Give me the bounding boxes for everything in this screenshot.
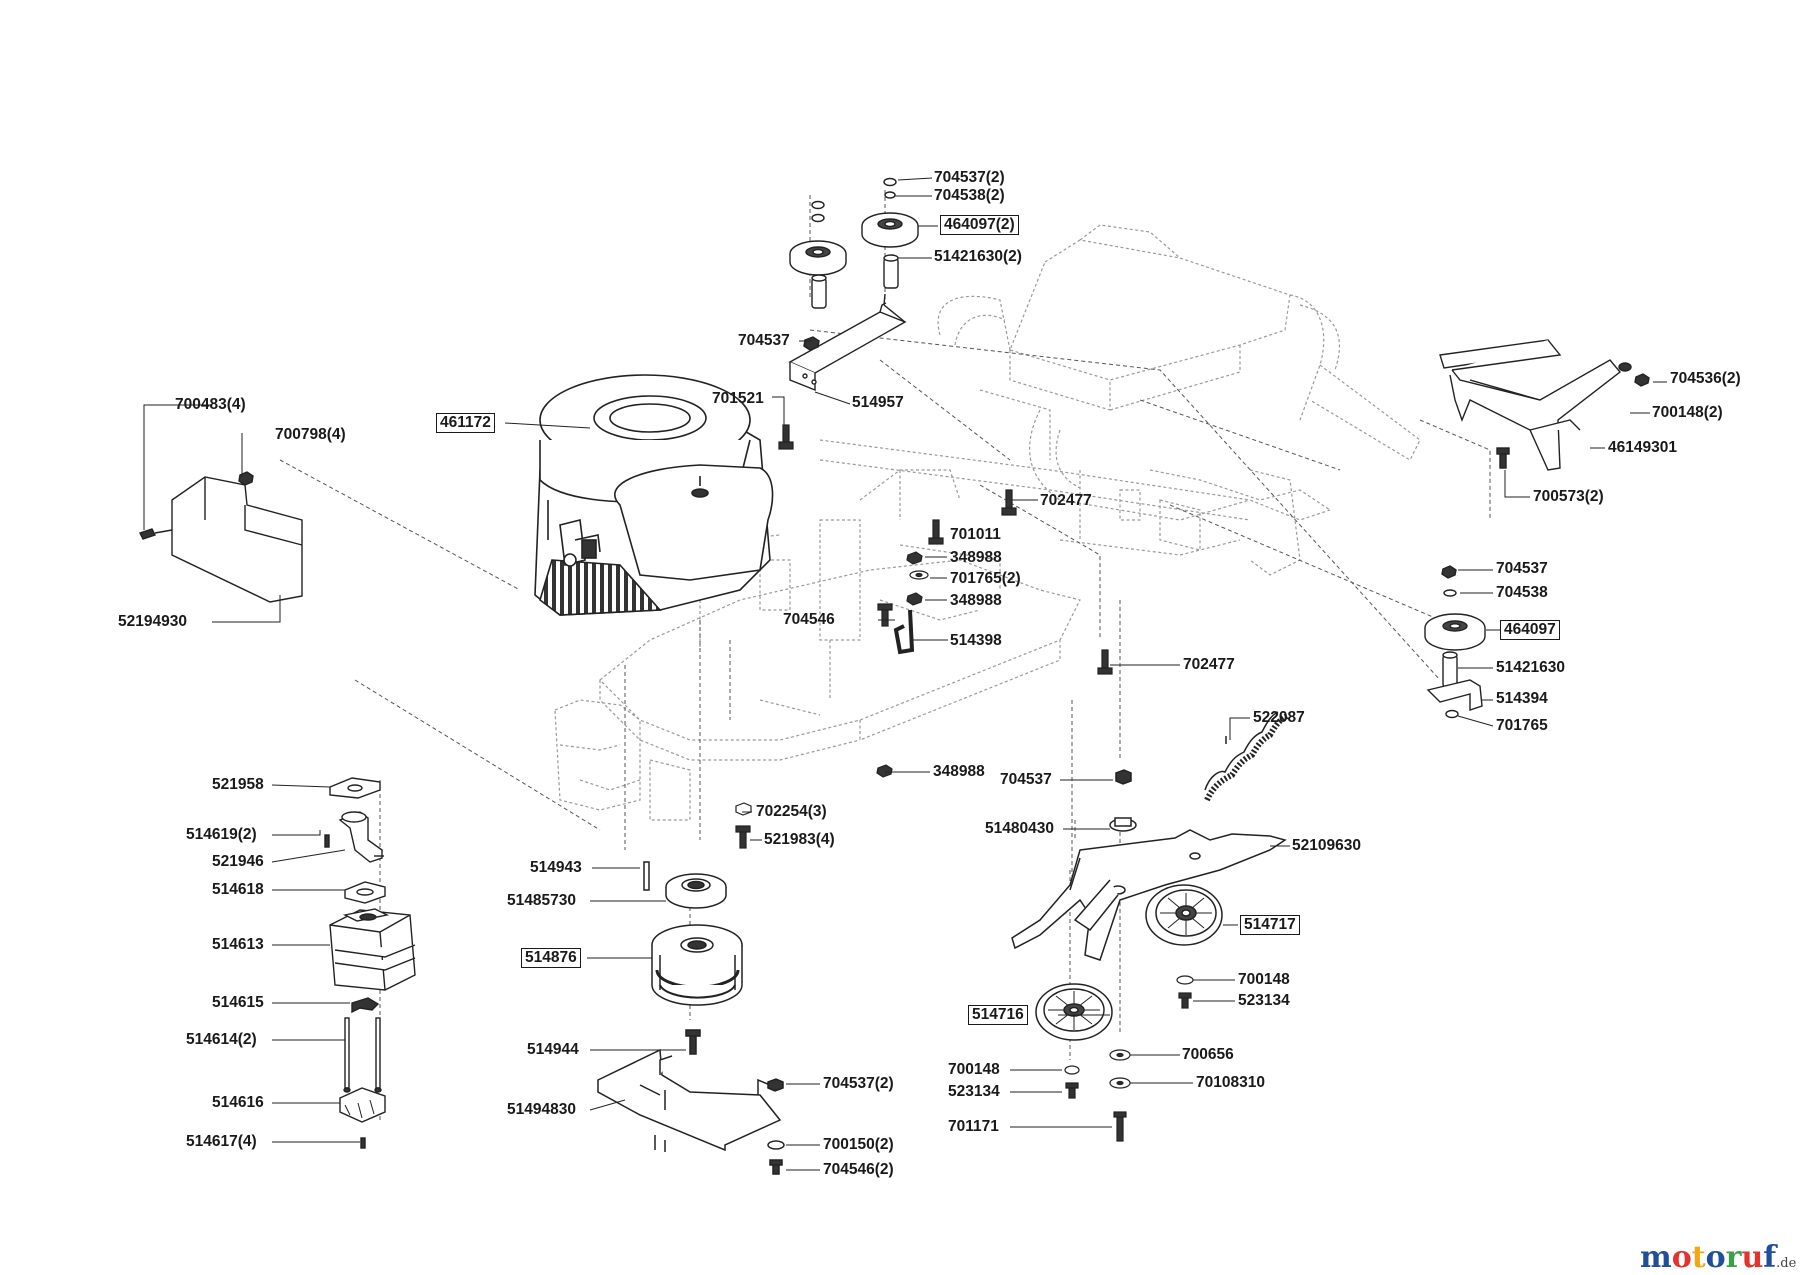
part-label: 704537(2)	[823, 1075, 894, 1092]
brand-letter: m	[1640, 1240, 1672, 1275]
part-label: 51485730	[507, 892, 576, 909]
brand-tld: .de	[1776, 1256, 1797, 1271]
part-label: 700148	[1238, 971, 1290, 988]
part-label: 704546(2)	[823, 1161, 894, 1178]
part-label: 700483(4)	[175, 396, 246, 413]
part-label: 348988	[933, 763, 985, 780]
part-label: 701765	[1496, 717, 1548, 734]
part-label: 704537	[738, 332, 790, 349]
part-label: 51494830	[507, 1101, 576, 1118]
part-label: 704537(2)	[934, 169, 1005, 186]
part-label: 704546	[783, 611, 835, 628]
part-label: 704536(2)	[1670, 370, 1741, 387]
part-label: 514398	[950, 632, 1002, 649]
part-label-boxed: 464097(2)	[940, 215, 1019, 235]
part-label: 514619(2)	[186, 826, 257, 843]
brand-letter: o	[1705, 1240, 1726, 1275]
part-label: 523134	[1238, 992, 1290, 1009]
part-label: 704537	[1000, 771, 1052, 788]
pulley-514716	[1035, 983, 1113, 1041]
part-label: 514957	[852, 394, 904, 411]
part-label: 514614(2)	[186, 1031, 257, 1048]
part-label: 701171	[948, 1118, 999, 1135]
part-label: 514617(4)	[186, 1133, 257, 1150]
part-label: 51480430	[985, 820, 1054, 837]
part-label: 704538	[1496, 584, 1548, 601]
pto-clutch-assembly	[597, 861, 785, 1175]
brand-wordmark: motoruf	[1640, 1240, 1776, 1275]
part-label: 514944	[527, 1041, 579, 1058]
engine-461172	[534, 374, 774, 616]
part-label: 514616	[212, 1094, 264, 1111]
part-label: 521983(4)	[764, 831, 835, 848]
leader-lines	[143, 177, 1667, 1171]
part-label: 522087	[1253, 709, 1305, 726]
part-label-boxed: 464097	[1500, 620, 1560, 640]
brand-letter: f	[1763, 1240, 1777, 1275]
part-label: 52194930	[118, 613, 187, 630]
part-label: 702254(3)	[756, 803, 827, 820]
brand-letter: o	[1671, 1240, 1692, 1275]
part-label: 70108310	[1196, 1074, 1265, 1091]
lift-bracket-46149301	[1439, 339, 1650, 471]
spring-522087	[1204, 711, 1289, 802]
part-label: 51421630	[1496, 659, 1565, 676]
part-label: 514618	[212, 881, 264, 898]
pulley-514717	[1145, 884, 1223, 946]
part-label: 514943	[530, 859, 582, 876]
part-label: 348988	[950, 549, 1002, 566]
part-label: 700148(2)	[1652, 404, 1723, 421]
upper-idler-pulleys	[789, 177, 919, 309]
washers-lower-right	[1064, 975, 1194, 1142]
part-label: 51421630(2)	[934, 248, 1022, 265]
part-label: 52109630	[1292, 837, 1361, 854]
shield-52194930	[139, 471, 303, 603]
part-label: 521946	[212, 853, 264, 870]
brand-letter: t	[1691, 1240, 1706, 1275]
part-label: 348988	[950, 592, 1002, 609]
part-label: 521958	[212, 776, 264, 793]
part-label: 700150(2)	[823, 1136, 894, 1153]
j-bolt-514398	[893, 609, 915, 655]
part-label: 702477	[1040, 492, 1092, 509]
part-label: 700148	[948, 1061, 1000, 1078]
idler-arm-52109630	[1011, 769, 1287, 961]
part-label: 46149301	[1608, 439, 1677, 456]
part-label-boxed: 514717	[1240, 915, 1300, 935]
muffler-assembly	[324, 777, 416, 1149]
part-label: 700656	[1182, 1046, 1234, 1063]
part-label: 700798(4)	[275, 426, 346, 443]
bracket-514957	[788, 293, 907, 392]
brand-letter: u	[1741, 1240, 1764, 1275]
fasteners-centre	[735, 424, 1113, 849]
brand-logo: motoruf.de	[1640, 1240, 1796, 1275]
part-label: 523134	[948, 1083, 1000, 1100]
right-pulley-464097	[1424, 565, 1486, 719]
part-label: 702477	[1183, 656, 1235, 673]
part-label-boxed: 461172	[436, 413, 495, 433]
part-label: 701521	[712, 390, 764, 407]
part-label: 514394	[1496, 690, 1548, 707]
chassis-frame	[554, 224, 1421, 821]
part-label: 701765(2)	[950, 570, 1021, 587]
part-label: 701011	[950, 526, 1001, 543]
part-label: 514613	[212, 936, 264, 953]
part-label: 704538(2)	[934, 187, 1005, 204]
brand-letter: r	[1725, 1240, 1742, 1275]
part-label: 704537	[1496, 560, 1548, 577]
part-label-boxed: 514716	[968, 1005, 1028, 1025]
part-label: 514615	[212, 994, 264, 1011]
part-label-boxed: 514876	[521, 948, 581, 968]
part-label: 700573(2)	[1533, 488, 1604, 505]
